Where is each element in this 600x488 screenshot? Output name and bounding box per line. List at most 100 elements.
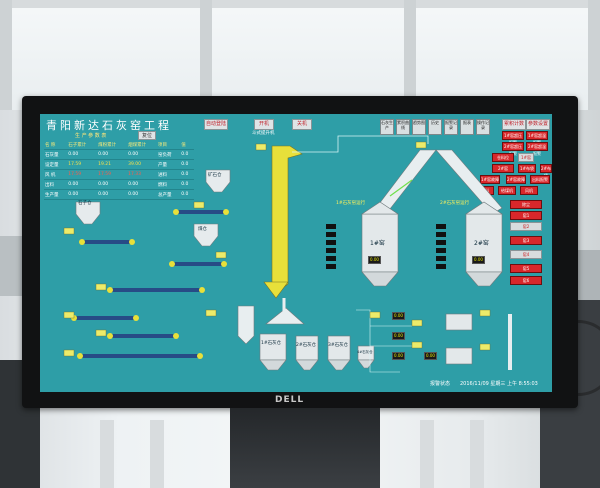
menu-history[interactable]: 历史: [428, 119, 442, 135]
chute-right: [435, 149, 503, 215]
ore-bin-label: 矿石仓: [208, 173, 222, 178]
status-bar: 报警状态 2016/11/09 星期三 上午 8:55:03: [60, 378, 548, 388]
table-cell: 17.59: [67, 159, 98, 170]
alarm-indicator[interactable]: 窑5: [510, 264, 542, 273]
value-readout: 0.00: [424, 352, 437, 360]
limestone-bin-label: 石子仓: [78, 201, 92, 206]
kiln-1-level-bars: [326, 224, 336, 269]
table-cell: 0.0: [180, 149, 194, 160]
alarm-indicator[interactable]: 风机: [520, 186, 538, 195]
chute-left: [375, 149, 437, 215]
window-frame-mid1: [200, 0, 212, 110]
coal-bin: [193, 223, 219, 247]
table-caption: 生 产 参 数 表: [75, 133, 107, 139]
dust-collector-1: [445, 313, 473, 331]
alarm-indicator[interactable]: 1#窑故障: [480, 175, 500, 184]
alarm-indicator[interactable]: 窑3: [510, 236, 542, 245]
flow-arrow: [389, 179, 413, 197]
alarm-status-label: 报警状态: [430, 381, 451, 387]
window-frame-mid2: [404, 0, 416, 110]
window-frame-right: [588, 0, 600, 110]
alarm-indicator[interactable]: 窑2: [510, 222, 542, 231]
monitor-brand-logo: DELL: [275, 395, 305, 405]
silo-3-label: 3#石灰仓: [328, 343, 349, 348]
kiln-2-level-bars: [436, 224, 446, 269]
limestone-bin: [75, 201, 101, 225]
monitor-stand: [230, 408, 380, 488]
alarm-indicator[interactable]: 仓料位: [492, 153, 514, 162]
table-cell: 17.33: [127, 169, 158, 180]
window-frame-left: [0, 0, 12, 110]
alarm-indicator[interactable]: 窑6: [510, 276, 542, 285]
menu-operation-record[interactable]: 操作记录: [476, 119, 490, 135]
alarm-indicator[interactable]: 2#窑超温报警: [526, 142, 548, 156]
window-background: [0, 0, 600, 110]
kiln-2-status: 2#石灰窑运行: [440, 201, 470, 206]
table-cell: 0.00: [97, 179, 128, 190]
feed-line: [292, 135, 429, 153]
table-row: 设定量 17.59 19.21 39.00 产量 0.0: [44, 159, 194, 170]
kiln-1-temp-value: 0.00: [368, 256, 381, 264]
menu-lime-production[interactable]: 石灰生产: [380, 119, 394, 135]
table-cell: 19.21: [97, 159, 128, 170]
menu-alarm-record[interactable]: 报警记录: [444, 119, 458, 135]
table-cell: 生产量: [44, 189, 68, 200]
alarm-indicator[interactable]: 2#窑: [492, 164, 514, 173]
auto-login-button[interactable]: 自动登陆: [204, 119, 228, 130]
kiln-2-temp-value: 0.00: [472, 256, 485, 264]
alarm-indicator[interactable]: 窑1: [510, 211, 542, 220]
datetime: 2016/11/09 星期三 上午 8:55:03: [460, 381, 538, 387]
value-readout: 0.00: [392, 332, 405, 340]
process-diagram: [63, 135, 512, 373]
table-header: 烟煤累计: [127, 140, 158, 150]
silo-1-label: 1#石灰仓: [261, 341, 282, 346]
alarm-indicator[interactable]: 出料报警: [530, 175, 550, 184]
table-header: 值: [180, 140, 194, 150]
start-button[interactable]: 开机: [254, 119, 274, 130]
table-cell: 窑负荷: [157, 149, 181, 160]
scada-screen: 青阳新达石灰窑工程 自动登陆 开机 关机 石灰生产 累积曲线 趋势图 历史 报警…: [40, 114, 552, 392]
table-cell: 17.59: [67, 169, 98, 180]
kiln-2-top: [465, 201, 503, 215]
table-reset-tab[interactable]: 复位: [138, 131, 157, 140]
parameter-settings-button[interactable]: 参数设置: [526, 119, 550, 130]
alarm-indicator[interactable]: 窑4: [510, 250, 542, 259]
pipe: [356, 309, 400, 373]
alarm-indicator[interactable]: 除尘: [510, 200, 542, 209]
silo-4-label: 4#石灰仓: [357, 350, 373, 354]
table-row: 石灰量 0.00 0.00 0.00 窑负荷 0.0: [44, 149, 194, 160]
stop-button[interactable]: 关机: [292, 119, 312, 130]
kiln-1-status: 1#石灰窑运行: [336, 201, 366, 206]
background-item: [100, 420, 114, 488]
conveyors: [71, 209, 229, 359]
table-cell: 0.00: [127, 179, 158, 190]
cumulative-count-button[interactable]: 累积计数: [502, 119, 526, 130]
menu-trend[interactable]: 趋势图: [412, 119, 426, 135]
background-item: [150, 420, 164, 488]
table-cell: 燃料: [157, 179, 181, 190]
table-cell: 风 机: [44, 169, 68, 180]
table-cell: 0.00: [67, 149, 98, 160]
bucket-elevator-label: 斗式提升机: [252, 131, 275, 136]
menu-report[interactable]: 报表: [460, 119, 474, 135]
table-cell: 0.0: [180, 159, 194, 170]
kiln-1-top: [361, 201, 399, 215]
ore-bin: [205, 169, 231, 193]
table-header: 项目: [157, 140, 181, 150]
elevator-hopper: [263, 281, 289, 299]
value-readout: 0.00: [392, 352, 405, 360]
table-header-row: 名 称 石子累计 煤粉累计 烟煤累计 项目 值: [44, 140, 194, 150]
table-cell: 0.0: [180, 169, 194, 180]
value-readout: 0.00: [392, 312, 405, 320]
table-header: 石子累计: [67, 140, 98, 150]
lime-silos: [237, 298, 375, 371]
window-frame-top: [0, 0, 600, 8]
menu-cumulative-curve[interactable]: 累积曲线: [396, 119, 410, 135]
alarm-indicator[interactable]: 给煤机: [498, 186, 516, 195]
table-cell: 总产量: [157, 189, 181, 200]
background-item: [420, 420, 434, 488]
alarm-indicator[interactable]: 2#窑故障: [506, 175, 526, 184]
alarm-indicator[interactable]: 1#窑: [518, 153, 534, 162]
alarm-indicator[interactable]: 1#布袋: [518, 164, 536, 173]
background-item: [470, 420, 484, 488]
